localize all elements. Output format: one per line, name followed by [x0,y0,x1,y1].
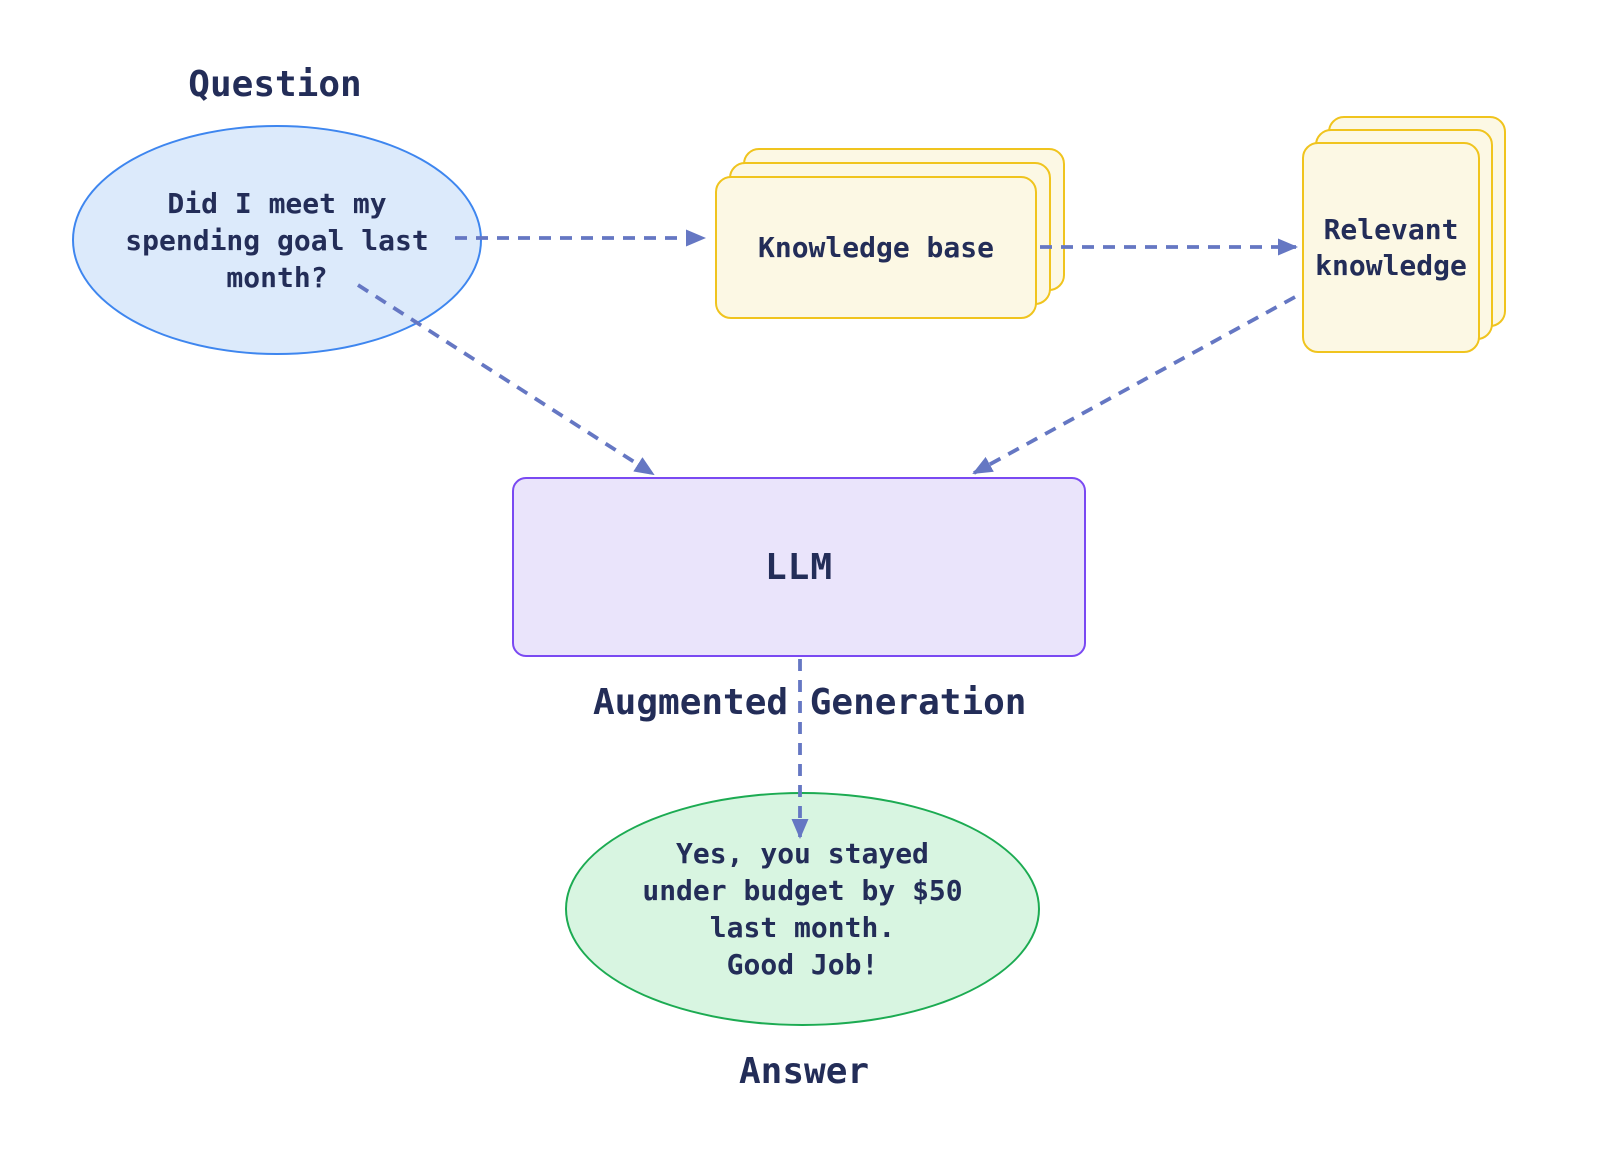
llm-text: LLM [764,546,834,588]
question-label: Question [188,64,362,105]
augmented-generation-label: Augmented Generation [593,682,1027,723]
knowledge-base-card: Knowledge base [715,176,1037,319]
question-text: Did I meet my spending goal last month? [125,186,429,294]
knowledge-base-text: Knowledge base [757,230,994,264]
answer-label: Answer [739,1051,870,1092]
answer-ellipse: Yes, you stayed under budget by $50 last… [565,792,1040,1026]
arrow-relevant-knowledge-to-llm [972,295,1296,475]
llm-box: LLM [512,477,1086,657]
relevant-knowledge-card: Relevant knowledge [1302,142,1480,353]
question-ellipse: Did I meet my spending goal last month? [72,125,482,355]
answer-text: Yes, you stayed under budget by $50 last… [642,837,963,981]
relevant-knowledge-text: Relevant knowledge [1315,212,1467,282]
